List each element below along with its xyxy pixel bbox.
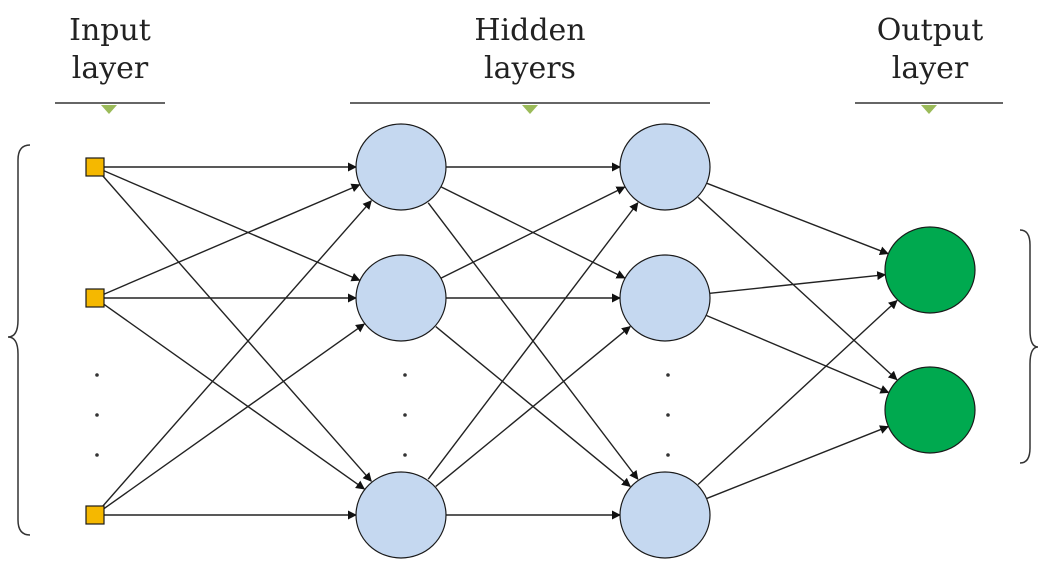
input-hidden1-edge-1-2 — [101, 302, 366, 490]
hidden-layers-subtitle: layers — [484, 51, 576, 86]
hidden1-node-1 — [355, 123, 447, 211]
ellipsis-dot-0-0 — [95, 373, 99, 377]
braces — [7, 144, 1038, 536]
hidden2-node-3 — [619, 471, 711, 559]
right-brace — [1019, 229, 1038, 464]
input-node-2 — [85, 288, 105, 308]
hidden-layers-title: Hidden — [474, 13, 586, 48]
hidden2-output-edge-1-0 — [709, 271, 887, 294]
input-hidden1-edge-1-0 — [102, 183, 361, 296]
input-node-3 — [85, 505, 105, 525]
output-layer-header: Output layer — [855, 12, 1005, 88]
input-layer-header: Input layer — [40, 12, 180, 88]
hidden2-output-edge-2-1 — [706, 425, 890, 500]
output-layer-subtitle: layer — [891, 51, 969, 86]
neurons — [85, 123, 976, 559]
hidden1-node-2 — [355, 254, 447, 342]
hidden-marker-icon — [522, 105, 538, 114]
ellipsis-dot-0-1 — [95, 413, 99, 417]
hidden-layers-header: Hidden layers — [430, 12, 630, 88]
ellipsis-dot-1-1 — [403, 413, 407, 417]
output-marker-icon — [921, 105, 937, 114]
ellipsis-dot-0-2 — [95, 453, 99, 457]
ellipsis-dot-2-0 — [666, 373, 670, 377]
ellipsis-dot-1-2 — [403, 453, 407, 457]
connections — [100, 162, 898, 520]
hidden1-hidden2-edge-2-0 — [427, 202, 639, 480]
hidden2-output-edge-0-0 — [706, 182, 889, 255]
ellipsis-dot-2-2 — [666, 453, 670, 457]
hidden2-output-edge-0-1 — [697, 196, 898, 381]
ellipsis-dot-2-1 — [666, 413, 670, 417]
input-layer-subtitle: layer — [71, 51, 149, 86]
hidden1-hidden2-edge-1-0 — [440, 186, 626, 279]
input-hidden1-edge-0-1 — [102, 169, 361, 282]
input-layer-title: Input — [69, 13, 151, 48]
hidden2-output-edge-2-0 — [697, 299, 898, 485]
header-underlines — [55, 102, 1003, 114]
input-hidden1-edge-0-2 — [100, 173, 372, 482]
ellipses — [95, 373, 670, 457]
hidden1-hidden2-edge-2-1 — [435, 326, 631, 487]
hidden2-node-1 — [619, 123, 711, 211]
ellipsis-dot-1-0 — [403, 373, 407, 377]
input-node-1 — [85, 157, 105, 177]
hidden2-node-2 — [619, 254, 711, 342]
hidden2-output-edge-1-1 — [706, 314, 890, 394]
output-node-1 — [884, 226, 976, 314]
input-hidden1-edge-2-0 — [100, 200, 372, 509]
hidden1-node-3 — [355, 471, 447, 559]
output-layer-title: Output — [876, 13, 984, 48]
input-marker-icon — [101, 105, 117, 114]
left-brace — [7, 144, 31, 536]
output-node-2 — [884, 366, 976, 454]
input-hidden1-edge-2-1 — [101, 323, 366, 511]
